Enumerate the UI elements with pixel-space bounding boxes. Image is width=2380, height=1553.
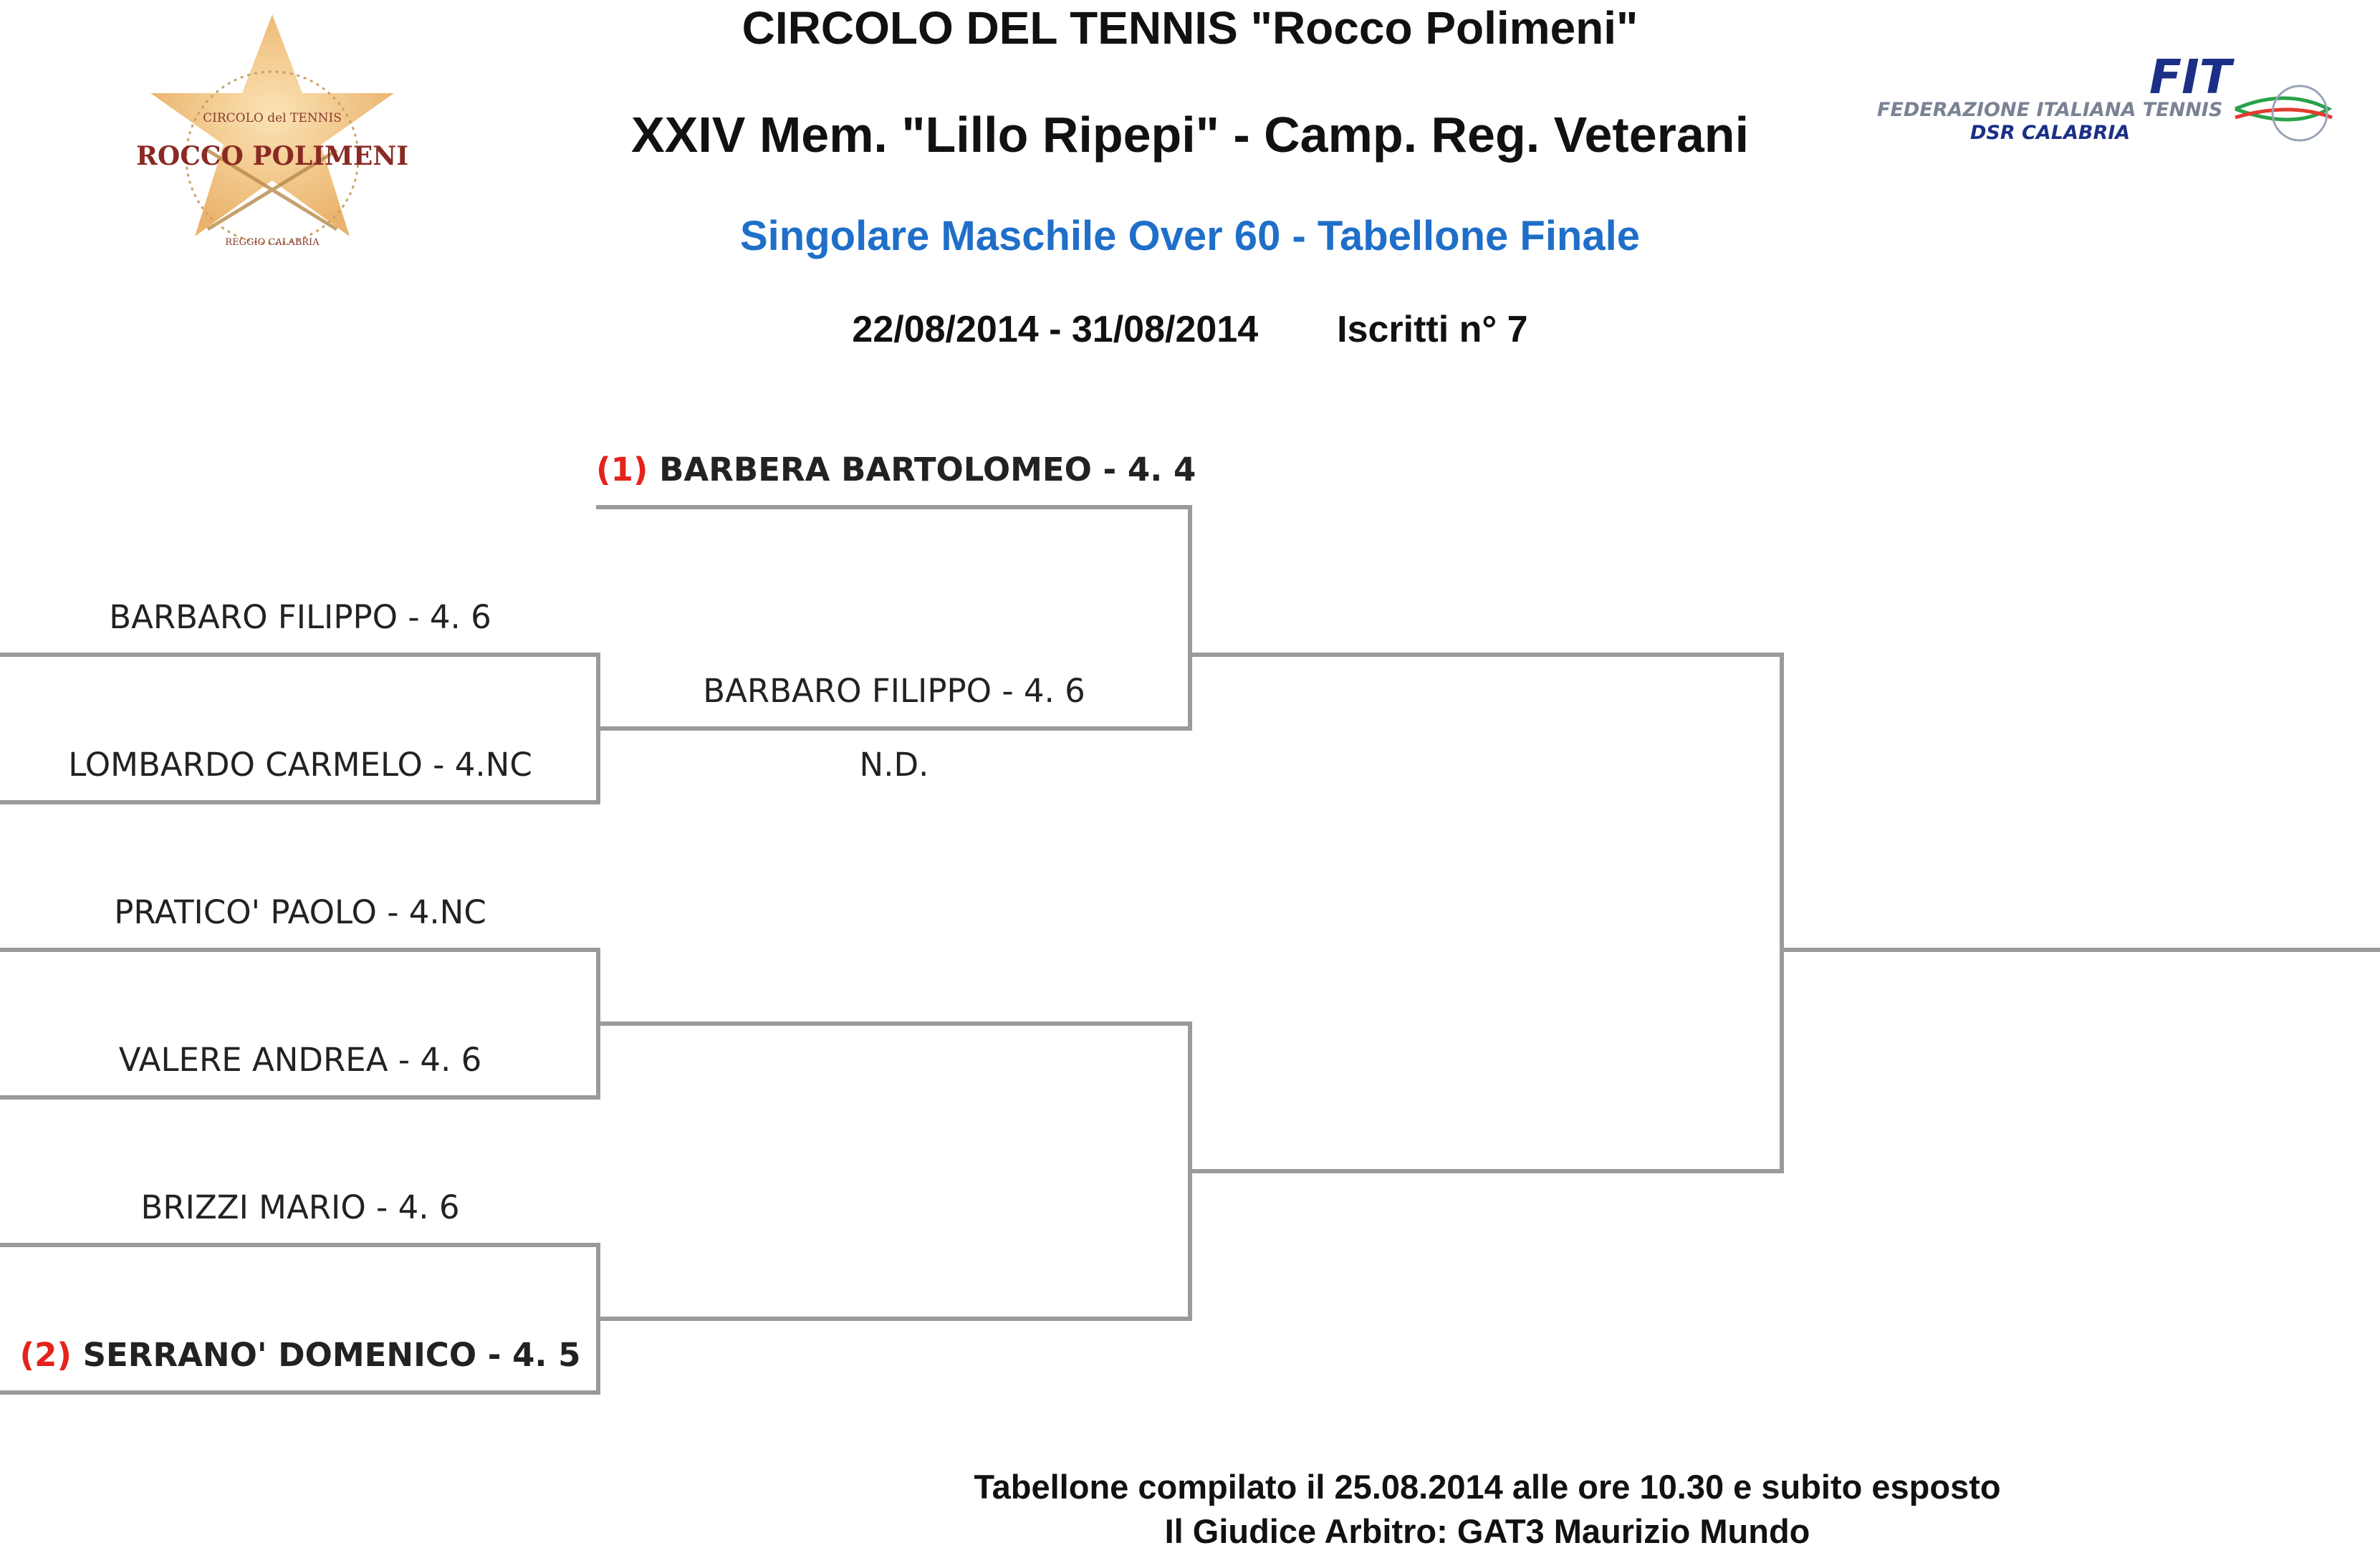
r2-line-2: [596, 726, 1192, 731]
entries-count: Iscritti n° 7: [1337, 309, 1528, 350]
r2-line-4: [596, 1317, 1192, 1321]
r1-line-4: [0, 1095, 600, 1100]
r2-player-2: BARBARO FILIPPO - 4. 6: [703, 672, 1085, 710]
dates-entries-line: 22/08/2014 - 31/08/2014 Iscritti n° 7: [0, 308, 2380, 351]
r2-player-1: (1) BARBERA BARTOLOMEO - 4. 4: [596, 451, 1196, 489]
r1-line-6: [0, 1390, 600, 1395]
r2-score: N.D.: [859, 746, 929, 784]
event-title: XXIV Mem. "Lillo Ripepi" - Camp. Reg. Ve…: [630, 107, 1750, 163]
r1-player-3: PRATICO' PAOLO - 4.NC: [114, 893, 486, 931]
footer-referee: Il Giudice Arbitro: GAT3 Maurizio Mundo: [1164, 1512, 1810, 1550]
r1-player-2: LOMBARDO CARMELO - 4.NC: [68, 746, 532, 784]
r1-line-1: [0, 653, 600, 657]
club-logo-main-text: ROCCO POLIMENI: [136, 141, 408, 171]
r1-player-6: (2) SERRANO' DOMENICO - 4. 5: [0, 1336, 600, 1374]
event-dates: 22/08/2014 - 31/08/2014: [852, 309, 1259, 350]
r2-connector-1: [1188, 505, 1192, 731]
r3-line-2: [1188, 1169, 1784, 1173]
r3-connector: [1780, 653, 1784, 1173]
fit-logo: FIT FEDERAZIONE ITALIANA TENNIS DSR CALA…: [1863, 49, 2350, 152]
draw-title: Singolare Maschile Over 60 - Tabellone F…: [739, 213, 1640, 259]
r1-player-4: VALERE ANDREA - 4. 6: [118, 1041, 482, 1079]
r1-line-5: [0, 1243, 600, 1247]
r1-line-3: [0, 948, 600, 952]
r2-line-3: [596, 1021, 1192, 1026]
r1-player-5: BRIZZI MARIO - 4. 6: [140, 1188, 460, 1226]
fit-logo-line1: FEDERAZIONE ITALIANA TENNIS: [1877, 99, 2222, 121]
seed-number: (2): [19, 1336, 72, 1374]
club-logo: CIRCOLO del TENNIS ROCCO POLIMENI REGGIO…: [136, 14, 408, 258]
final-line: [1780, 948, 2380, 952]
club-logo-top-text: CIRCOLO del TENNIS: [203, 111, 342, 125]
club-title: CIRCOLO DEL TENNIS "Rocco Polimeni": [742, 2, 1638, 54]
r1-player-1: BARBARO FILIPPO - 4. 6: [109, 598, 491, 636]
seed-number: (1): [596, 451, 648, 489]
footer-compiled: Tabellone compilato il 25.08.2014 alle o…: [974, 1468, 2001, 1506]
r2-line-1: [596, 505, 1192, 509]
player-name: SERRANO' DOMENICO - 4. 5: [82, 1336, 581, 1374]
r1-line-2: [0, 800, 600, 804]
fit-logo-main-text: FIT: [2149, 59, 2235, 105]
player-name: BARBERA BARTOLOMEO - 4. 4: [659, 451, 1196, 489]
r3-line-1: [1188, 653, 1784, 657]
fit-logo-line2: DSR CALABRIA: [1970, 122, 2130, 144]
club-logo-bottom-text: REGGIO CALABRIA: [225, 237, 320, 248]
